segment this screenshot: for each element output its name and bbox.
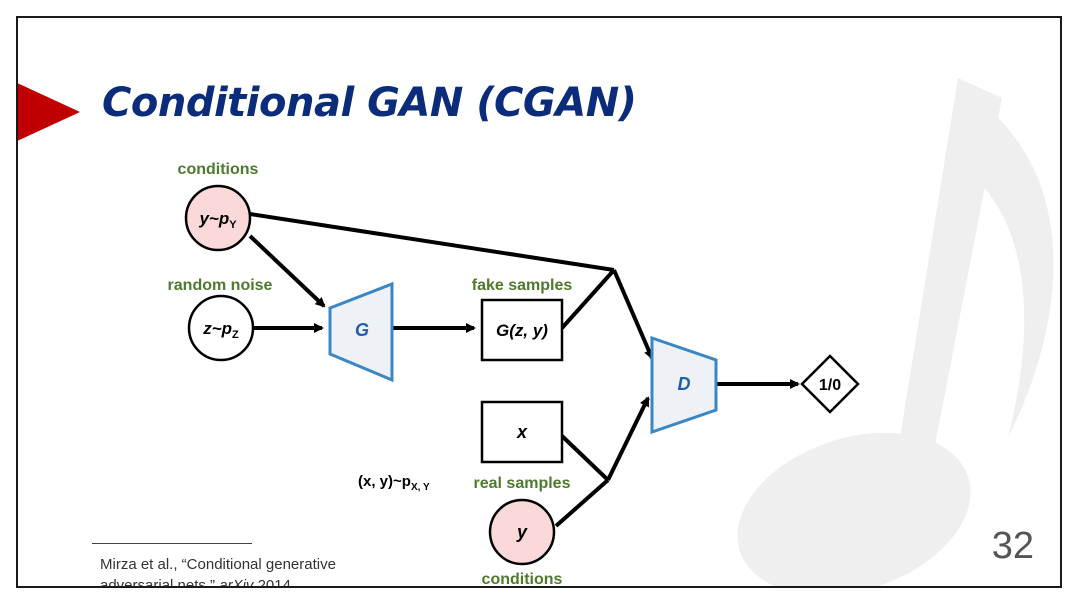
edge-junction-to-D-bottom — [606, 396, 650, 481]
label-fake-samples: fake samples — [472, 277, 573, 294]
output-label: 1/0 — [819, 377, 841, 394]
output-diamond — [800, 354, 860, 414]
title-arrow-marker — [18, 76, 80, 148]
slide-frame: Conditional GAN (CGAN) conditions y~pY r… — [16, 16, 1062, 588]
real-sample-box — [480, 400, 564, 464]
discriminator-label: D — [678, 374, 691, 394]
reference-line-2: adversarial nets,” arXiv 2014 — [100, 577, 291, 588]
page-number: 32 — [991, 525, 1034, 567]
generator-block — [328, 281, 394, 383]
node-y-condition — [184, 184, 252, 252]
reference-line-1: Mirza et al., “Conditional generative — [100, 556, 336, 573]
edge-junction-to-D — [612, 269, 654, 360]
edge-y-to-G — [248, 234, 326, 308]
edge-y-to-junction — [249, 212, 615, 272]
label-conditions-bottom: conditions — [482, 571, 563, 588]
node-y-real — [488, 498, 556, 566]
edge-fake-to-junction — [560, 268, 616, 330]
reference-rule — [92, 543, 252, 544]
label-real-samples: real samples — [474, 475, 571, 492]
music-note-watermark — [737, 78, 1054, 586]
label-random-noise: random noise — [168, 277, 273, 294]
node-z-noise-label: z~pZ — [202, 319, 239, 341]
label-joint-distribution: (x, y)~pX, Y — [358, 473, 430, 493]
reference-citation: Mirza et al., “Conditional generative ad… — [100, 554, 336, 588]
node-y-condition-label: y~pY — [198, 209, 237, 231]
discriminator-block — [650, 335, 718, 435]
edge-yreal-to-junction — [554, 478, 610, 528]
fake-sample-box — [480, 298, 564, 362]
slide-title: Conditional GAN (CGAN) — [102, 80, 637, 126]
label-conditions-top: conditions — [178, 161, 259, 178]
fake-sample-label: G(z, y) — [496, 321, 548, 340]
cgan-diagram: conditions y~pY random noise z~pZ G fake… — [168, 161, 860, 588]
node-y-real-label: y — [516, 522, 528, 542]
generator-label: G — [355, 320, 369, 340]
real-sample-label: x — [516, 422, 528, 442]
node-z-noise — [187, 294, 255, 362]
edge-x-to-junction — [560, 434, 610, 482]
